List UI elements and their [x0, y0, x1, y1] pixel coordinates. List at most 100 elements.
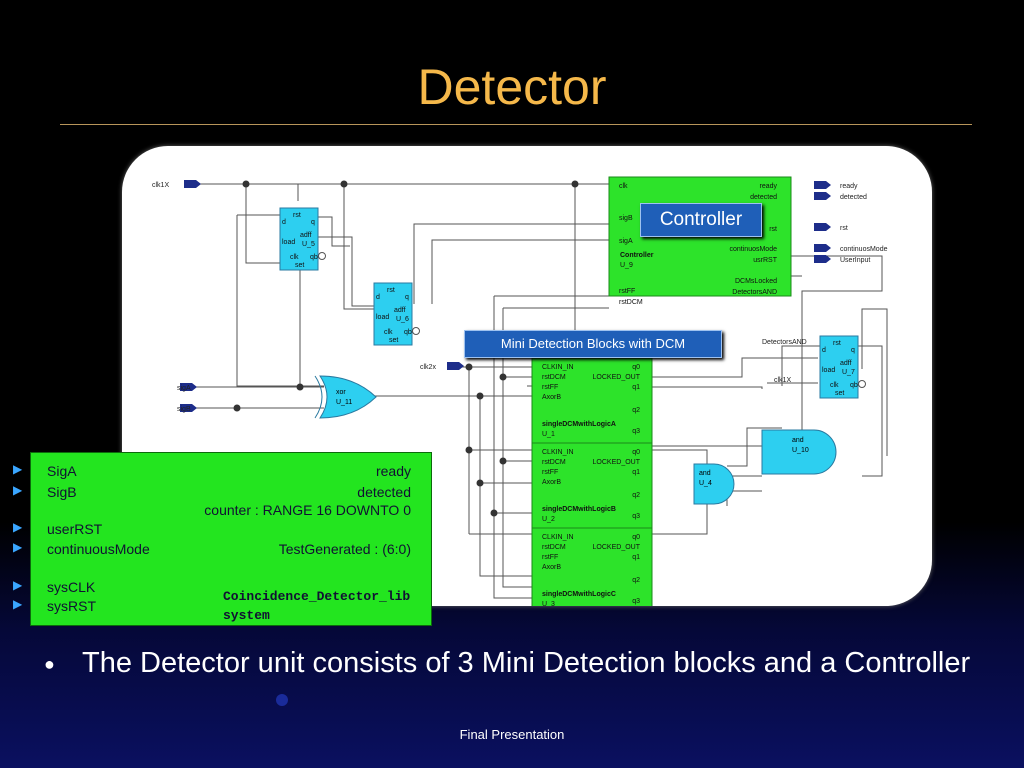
dcm-block-2	[531, 527, 653, 606]
svg-text:clk1X: clk1X	[152, 182, 169, 189]
svg-text:set: set	[295, 262, 304, 269]
svg-text:clk2x: clk2x	[420, 364, 436, 371]
svg-text:q: q	[851, 347, 855, 354]
svg-text:clk1X: clk1X	[774, 377, 791, 384]
port-arrow-icon: ▶	[13, 597, 23, 611]
svg-text:rstDCM: rstDCM	[542, 374, 566, 381]
svg-text:U_9: U_9	[620, 262, 633, 269]
svg-text:load: load	[282, 239, 295, 246]
entity-port-continuousmode: continuousMode	[47, 541, 150, 557]
svg-text:CLKIN_IN: CLKIN_IN	[542, 364, 574, 371]
svg-text:LOCKED_OUT: LOCKED_OUT	[593, 544, 641, 551]
svg-text:rstFF: rstFF	[619, 288, 635, 295]
svg-text:d: d	[282, 219, 286, 226]
entity-port-siga: SigA	[47, 463, 77, 479]
svg-text:adff: adff	[300, 232, 312, 239]
entity-port-detected: detected	[357, 484, 411, 500]
svg-text:Controller: Controller	[620, 252, 654, 259]
svg-text:CLKIN_IN: CLKIN_IN	[542, 449, 574, 456]
svg-text:q1: q1	[632, 384, 640, 391]
dcm-block-1	[531, 442, 653, 529]
entity-port-sysrst: sysRST	[47, 598, 96, 614]
svg-text:set: set	[835, 390, 844, 397]
svg-text:ready: ready	[840, 183, 858, 190]
svg-text:detected: detected	[750, 194, 777, 201]
bullet-text: The Detector unit consists of 3 Mini Det…	[82, 647, 971, 679]
svg-text:ready: ready	[759, 183, 777, 190]
svg-text:clk: clk	[619, 183, 628, 190]
entity-library: Coincidence_Detector_lib	[223, 589, 411, 604]
svg-text:rst: rst	[833, 340, 841, 347]
controller-callout: Controller	[640, 203, 762, 237]
svg-text:CLKIN_IN: CLKIN_IN	[542, 534, 574, 541]
svg-text:rst: rst	[769, 226, 777, 233]
svg-text:q: q	[311, 219, 315, 226]
svg-text:U_1: U_1	[542, 431, 555, 438]
svg-text:q2: q2	[632, 492, 640, 499]
svg-text:detected: detected	[840, 194, 867, 201]
svg-text:U_3: U_3	[542, 601, 555, 606]
svg-text:rstFF: rstFF	[542, 554, 558, 561]
svg-text:DetectorsAND: DetectorsAND	[732, 289, 777, 296]
svg-text:q2: q2	[632, 407, 640, 414]
svg-text:xor: xor	[336, 389, 346, 396]
svg-text:d: d	[822, 347, 826, 354]
svg-text:q: q	[405, 294, 409, 301]
svg-text:rst: rst	[387, 287, 395, 294]
port-arrow-icon: ▶	[13, 520, 23, 534]
svg-text:rst: rst	[840, 225, 848, 232]
svg-text:adff: adff	[394, 307, 406, 314]
svg-text:LOCKED_OUT: LOCKED_OUT	[593, 374, 641, 381]
svg-text:qb: qb	[850, 382, 858, 389]
svg-text:q1: q1	[632, 554, 640, 561]
svg-text:q3: q3	[632, 598, 640, 605]
svg-text:rstDCM: rstDCM	[542, 459, 566, 466]
footer-text: Final Presentation	[459, 727, 565, 742]
slide-title: Detector	[417, 59, 607, 115]
svg-text:U_4: U_4	[699, 480, 712, 487]
svg-text:DetectorsAND: DetectorsAND	[762, 339, 807, 346]
svg-text:sigB: sigB	[177, 406, 191, 413]
svg-text:sigB: sigB	[619, 215, 633, 222]
svg-text:AxorB: AxorB	[542, 479, 561, 486]
svg-text:q0: q0	[632, 449, 640, 456]
svg-text:adff: adff	[840, 360, 852, 367]
svg-text:U_6: U_6	[396, 316, 409, 323]
svg-text:UserInput: UserInput	[840, 257, 870, 264]
title-divider	[60, 124, 972, 125]
port-arrow-icon: ▶	[13, 578, 23, 592]
svg-text:rstDCM: rstDCM	[542, 544, 566, 551]
schematic-diagram: clk1X sigA sigB clk2x clk1X DetectorsAND…	[152, 176, 888, 606]
svg-text:DCMsLocked: DCMsLocked	[735, 278, 777, 285]
svg-text:q0: q0	[632, 364, 640, 371]
entity-port-testgenerated: TestGenerated : (6:0)	[278, 541, 411, 557]
svg-text:q3: q3	[632, 513, 640, 520]
entity-port-counter: counter : RANGE 16 DOWNTO 0	[204, 502, 411, 518]
mini-detection-callout: Mini Detection Blocks with DCM	[464, 330, 722, 358]
svg-text:rstDCM: rstDCM	[619, 299, 643, 306]
svg-text:U_2: U_2	[542, 516, 555, 523]
entity-port-ready: ready	[375, 463, 411, 479]
svg-text:AxorB: AxorB	[542, 394, 561, 401]
svg-text:usrRST: usrRST	[753, 257, 777, 264]
port-arrow-icon: ▶	[13, 483, 23, 497]
flip-flop-u5	[279, 207, 319, 271]
svg-text:qb: qb	[310, 254, 318, 261]
svg-text:continuosMode: continuosMode	[840, 246, 888, 253]
svg-text:sigA: sigA	[177, 385, 191, 392]
entity-port-sigb: SigB	[47, 484, 77, 500]
svg-text:clk: clk	[290, 254, 299, 261]
svg-text:and: and	[699, 470, 711, 477]
svg-text:load: load	[376, 314, 389, 321]
svg-text:q2: q2	[632, 577, 640, 584]
svg-text:singleDCMwithLogicA: singleDCMwithLogicA	[542, 421, 616, 428]
entity-block: SigA SigB userRST continuousMode sysCLK …	[30, 452, 432, 626]
decorative-dot	[276, 694, 288, 706]
flip-flop-u6	[373, 282, 413, 346]
svg-text:rst: rst	[293, 212, 301, 219]
entity-port-sysclk: sysCLK	[47, 579, 96, 595]
svg-text:q3: q3	[632, 428, 640, 435]
svg-text:rstFF: rstFF	[542, 384, 558, 391]
svg-text:continuosMode: continuosMode	[730, 246, 778, 253]
svg-text:load: load	[822, 367, 835, 374]
